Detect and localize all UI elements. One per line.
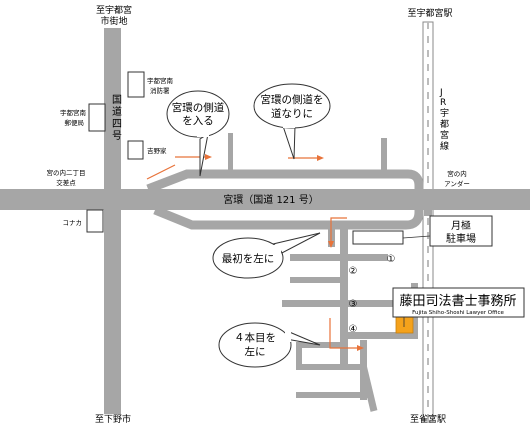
svg-text:四: 四 — [112, 119, 122, 130]
bubble-fourth-left-line1: ４本目を — [234, 331, 276, 344]
yoshinoya-label: 吉野家 — [147, 146, 167, 155]
bubble-fourth-left-line2: 左に — [245, 345, 266, 358]
route-arrows — [146, 154, 364, 351]
dir-top-left-line2: 市街地 — [100, 15, 127, 27]
fire-station-label-1: 宇都宮南 — [147, 76, 174, 85]
bubble-follow-line1: 宮環の側道を — [261, 93, 324, 106]
bubble-fourth-left: ４本目を 左に — [218, 322, 321, 368]
office-name: 藤田司法書士事務所 — [399, 294, 516, 309]
miyakan-label: 宮環（国道 121 号） — [223, 193, 318, 206]
svg-text:月極: 月極 — [451, 219, 471, 232]
yoshinoya-building — [127, 140, 144, 160]
route4-road — [104, 28, 121, 414]
post-office-label-1: 宇都宮南 — [60, 108, 87, 117]
svg-text:号: 号 — [112, 130, 122, 142]
bubble-enter-line2: を入る — [182, 115, 214, 127]
road-network — [0, 28, 530, 414]
office-label: 藤田司法書士事務所 Fujita Shiho-Shoshi Lawyer Off… — [392, 287, 525, 318]
svg-text:線: 線 — [440, 140, 449, 152]
miyakan-side-road — [146, 169, 424, 230]
bubble-follow: 宮環の側道を 道なりに — [253, 83, 331, 160]
under-label-1: 宮の内 — [447, 169, 467, 178]
svg-text:駐車場: 駐車場 — [446, 232, 476, 245]
street-2 — [290, 277, 344, 283]
street-number-1: ① — [387, 254, 396, 265]
konaka-building — [86, 209, 104, 233]
dir-top-left-line1: 至宇都宮 — [96, 4, 132, 16]
post-office-label-2: 郵便局 — [65, 118, 85, 127]
street-3 — [282, 300, 414, 307]
office-name-en: Fujita Shiho-Shoshi Lawyer Office — [412, 310, 504, 316]
street-number-4: ④ — [349, 324, 358, 335]
under-label-2: アンダー — [444, 179, 470, 188]
svg-text:宇: 宇 — [440, 107, 449, 119]
svg-text:都: 都 — [440, 119, 449, 130]
dir-top-right: 至宇都宮駅 — [407, 7, 452, 19]
dir-bottom-left: 至下野市 — [95, 413, 131, 425]
street-1 — [290, 254, 388, 261]
route4-label: 国 道 四 号 — [112, 94, 122, 142]
post-office-building — [88, 103, 106, 132]
street-4 — [348, 332, 414, 339]
svg-text:宮: 宮 — [440, 129, 449, 141]
bubble-enter: 宮環の側道 を入る — [166, 90, 230, 177]
street-number-3: ③ — [349, 299, 358, 310]
jr-line-label: J R 宇 都 宮 線 — [439, 88, 449, 152]
bubble-enter-line1: 宮環の側道 — [172, 101, 225, 114]
parking-label: 月極 駐車場 — [429, 215, 493, 247]
svg-text:J: J — [439, 88, 443, 98]
bubble-first-left: 最初を左に — [212, 232, 321, 279]
dir-bottom-right: 至雀宮駅 — [410, 413, 446, 425]
fire-station-building — [127, 71, 145, 98]
intersection-label-2: 交差点 — [56, 178, 76, 187]
svg-text:R: R — [440, 98, 446, 108]
svg-text:国: 国 — [112, 94, 122, 106]
miyakan-road — [0, 189, 530, 210]
landmarks — [86, 71, 414, 334]
leader-lines — [402, 235, 431, 327]
intersection-label-1: 宮の内二丁目 — [47, 168, 86, 177]
fire-station-label-2: 消防署 — [150, 86, 170, 95]
svg-text:道: 道 — [112, 105, 122, 118]
bubble-first-left-text: 最初を左に — [222, 252, 275, 265]
office-marker — [395, 314, 414, 334]
bubble-follow-line2: 道なりに — [271, 107, 313, 120]
parking-lot — [352, 230, 404, 245]
street-number-2: ② — [349, 266, 358, 277]
konaka-label: コナカ — [63, 219, 83, 227]
